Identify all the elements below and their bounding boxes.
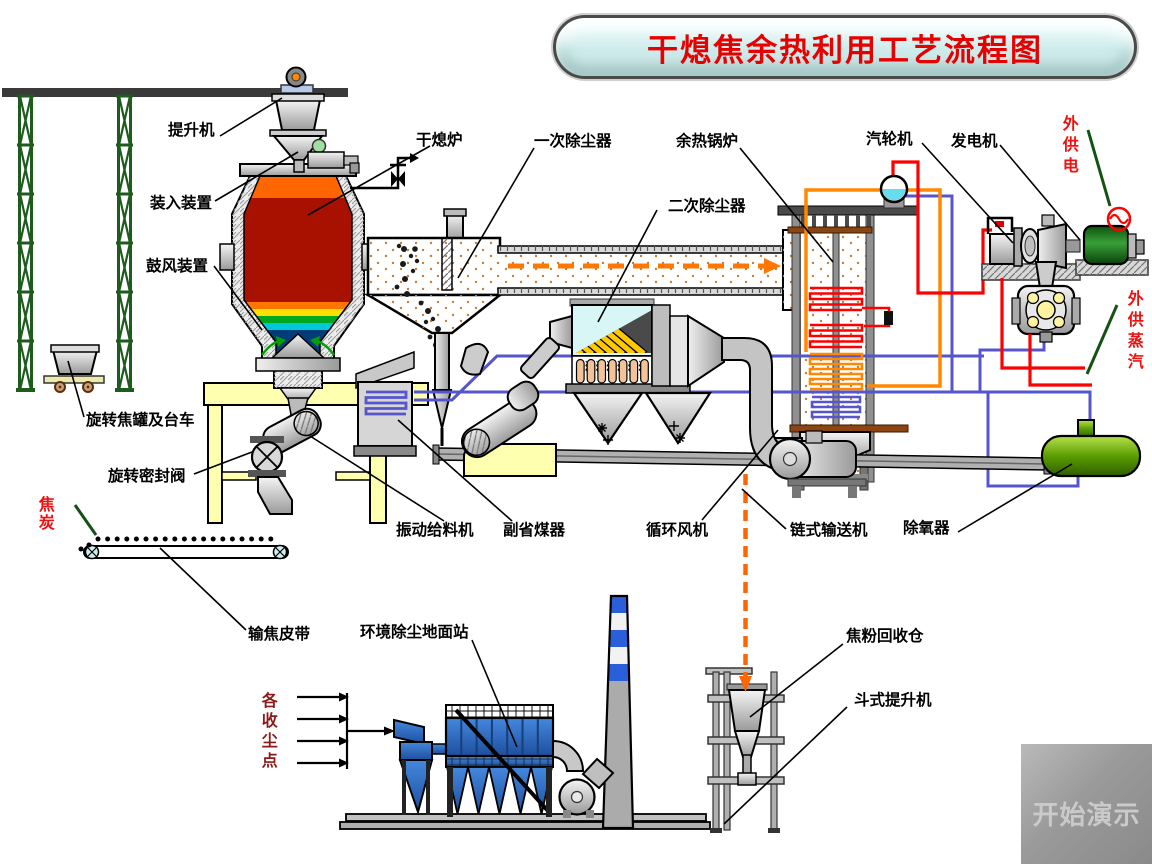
- chimney: [601, 594, 635, 830]
- label-coke-powder-recovery-bin: 焦粉回收仓: [846, 627, 924, 645]
- bin-silo: [727, 689, 767, 732]
- label-dry-quenching-furnace: 干熄炉: [416, 131, 463, 149]
- hoist-tower-structure: [2, 88, 348, 392]
- label-rotating-seal-valve: 旋转密封阀: [108, 467, 186, 485]
- hopper: [571, 391, 645, 445]
- label-generator: 发电机: [951, 132, 998, 150]
- economizer-coil: [810, 395, 862, 419]
- duct-fragments: [459, 336, 561, 380]
- label-rotating-coke-tank-trolley: 旋转焦罐及台车: [86, 411, 195, 429]
- start-presentation-button[interactable]: 开始演示: [1021, 744, 1152, 864]
- generator: [1082, 224, 1130, 266]
- green-pointer-lines: [73, 129, 1119, 536]
- label-bucket-elevator: 斗式提升机: [854, 691, 932, 709]
- cyclone-inlet: [393, 718, 425, 746]
- label-chain-conveyor: 链式输送机: [790, 521, 868, 539]
- pointer-lines: [67, 97, 1081, 825]
- label-secondary-dust-collector: 二次除尘器: [668, 197, 746, 215]
- label-blower-device: 鼓风装置: [146, 257, 209, 275]
- rotating-coke-tank-trolley: [43, 344, 105, 393]
- charging-device: [269, 66, 360, 174]
- rotating-seal-valve: [248, 436, 293, 515]
- label-coke: 焦炭: [35, 496, 55, 532]
- title-banner: 干熄焦余热利用工艺流程图: [553, 15, 1137, 79]
- label-vibrating-feeder: 振动给料机: [396, 521, 474, 539]
- inlet-elbow: [552, 739, 585, 772]
- page-title: 干熄焦余热利用工艺流程图: [647, 32, 1043, 69]
- coke-belt-conveyor: [78, 536, 289, 560]
- label-external-steam: 外供蒸汽: [1124, 290, 1144, 374]
- label-circulation-fan: 循环风机: [646, 521, 709, 539]
- label-primary-dust-collector: 一次除尘器: [534, 132, 612, 150]
- auxiliary-economizer: [353, 350, 417, 457]
- environment-dedusting-station: [393, 704, 585, 817]
- label-charging-device: 装入装置: [150, 194, 213, 212]
- label-waste-heat-boiler: 余热锅炉: [676, 132, 739, 150]
- label-coke-conveyor-belt: 输焦皮带: [248, 625, 311, 643]
- dust-collection-arrows: [297, 692, 395, 769]
- vibrating-feeder: [460, 380, 557, 477]
- label-dust-collection-points: 各收尘点: [258, 692, 278, 772]
- secondary-dust-collector: [549, 298, 745, 446]
- ac-power-icon: [1106, 206, 1132, 232]
- turbine-generator-set: [981, 214, 1149, 343]
- coke-powder-flow-arrow: [739, 474, 752, 692]
- hopper: [643, 391, 713, 446]
- gas-duct: [497, 245, 789, 296]
- start-presentation-label: 开始演示: [1032, 800, 1141, 831]
- label-auxiliary-economizer: 副省煤器: [503, 521, 566, 539]
- superheater-coil: [808, 286, 864, 312]
- steam-turbine: [989, 233, 1017, 265]
- sparkles: [597, 421, 685, 445]
- ground-rails: [339, 813, 711, 830]
- circulation-fan: [721, 337, 867, 498]
- label-external-power: 外供电: [1059, 115, 1079, 178]
- label-environment-dedusting-station: 环境除尘地面站: [360, 623, 469, 641]
- coke-powder-recovery-bin: [705, 667, 785, 833]
- dry-quenching-furnace: [219, 163, 377, 417]
- label-hoist: 提升机: [168, 121, 215, 139]
- deaerator: [1040, 419, 1142, 478]
- external-steam-pipes: [1000, 278, 1092, 387]
- label-steam-turbine: 汽轮机: [866, 130, 913, 148]
- evaporator-coil: [808, 352, 864, 391]
- station-fan: [558, 757, 615, 818]
- cyclone-cone: [398, 759, 434, 816]
- label-deaerator: 除氧器: [903, 519, 950, 537]
